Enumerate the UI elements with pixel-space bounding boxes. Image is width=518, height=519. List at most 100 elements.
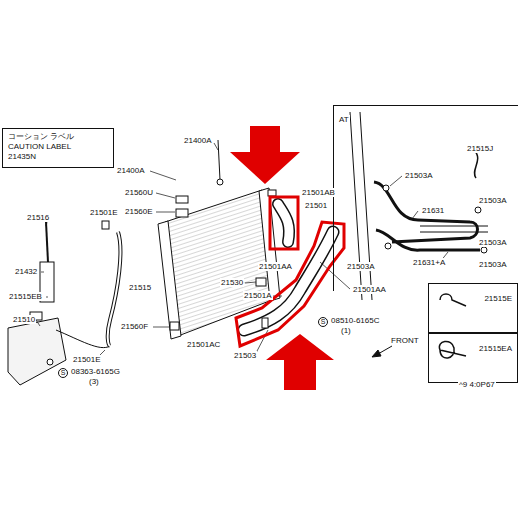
clip xyxy=(102,221,109,229)
part-number: 21530 xyxy=(220,278,244,287)
bracket xyxy=(176,209,188,217)
clamp xyxy=(262,318,268,328)
part-number: 08510-6165C xyxy=(330,316,380,325)
tank xyxy=(8,318,66,385)
node-text: CAUTION LABEL xyxy=(8,142,108,152)
part-number: (1) xyxy=(340,326,352,335)
part-number: 21515J xyxy=(466,144,494,153)
part-number: 21510 xyxy=(12,315,36,324)
part-number: 21560E xyxy=(124,207,154,216)
part-number: 21501 xyxy=(304,201,328,210)
part-number: 21515EB xyxy=(8,292,43,301)
part-number: 21501AC xyxy=(186,340,221,349)
leader xyxy=(36,320,40,326)
leader xyxy=(46,297,48,298)
standard-part-mark: S xyxy=(58,368,68,378)
detail-box: 21515E xyxy=(428,283,518,333)
cooler-hose xyxy=(376,230,480,250)
tank-hose xyxy=(56,330,110,348)
hose-fill xyxy=(278,204,289,242)
radiator-core xyxy=(165,190,272,336)
overflow-hose-fill xyxy=(108,232,121,346)
highlight-outlines xyxy=(236,197,344,346)
leader-lines xyxy=(36,143,448,358)
part-number: FRONT xyxy=(390,336,420,345)
leader xyxy=(46,222,47,226)
radiator-edge xyxy=(350,112,362,300)
part-number: 21503A xyxy=(478,260,508,269)
up-arrow xyxy=(266,334,334,390)
node-text: 21435N xyxy=(8,152,108,162)
reservoir xyxy=(8,221,120,385)
part-number: 21560F xyxy=(120,322,149,331)
drain-cock xyxy=(256,278,266,286)
leader xyxy=(412,211,418,219)
clip xyxy=(385,243,391,249)
red-arrows xyxy=(230,126,334,390)
node-text: 21515EA xyxy=(478,344,513,354)
part-number: 21400A xyxy=(116,166,146,175)
part-number: 21400A xyxy=(183,136,213,145)
part-number: 21501AA xyxy=(352,285,387,294)
radiator-edge xyxy=(360,112,372,300)
front-arrow xyxy=(372,346,392,357)
clip-21515E xyxy=(440,294,466,306)
leader xyxy=(150,171,176,180)
part-number: 21560U xyxy=(124,188,154,197)
part-number: 21432 xyxy=(14,267,38,276)
rod xyxy=(46,222,48,262)
part-number: 21501AA xyxy=(258,262,293,271)
cooler-hose xyxy=(374,182,478,242)
cooler-tube xyxy=(420,226,488,232)
part-number: 21515 xyxy=(128,283,152,292)
part-number: 21516 xyxy=(26,213,50,222)
node-text: コーション ラベル xyxy=(8,132,108,142)
down-arrow xyxy=(230,126,300,184)
part-number: 21503A xyxy=(478,238,508,247)
leader xyxy=(245,282,256,283)
node-text: 21515E xyxy=(483,294,513,304)
clamp xyxy=(474,150,478,178)
clip xyxy=(475,207,481,213)
part-number: 21631+A xyxy=(412,258,446,267)
upper-hose xyxy=(278,204,289,242)
part-number: 21503A xyxy=(346,262,376,271)
part-number: 21501E xyxy=(89,208,119,217)
cap xyxy=(268,190,276,196)
leader xyxy=(156,193,175,198)
hose-outline xyxy=(278,204,289,242)
clip xyxy=(383,185,389,191)
bracket xyxy=(170,322,179,330)
bolt xyxy=(218,140,220,180)
overflow-hose xyxy=(108,232,121,346)
leader xyxy=(156,212,175,213)
leader xyxy=(214,143,218,150)
bolt xyxy=(47,359,53,365)
part-number: 21503A xyxy=(404,171,434,180)
part-number: ^9 4:0P67 xyxy=(458,380,496,389)
caution-label-box: コーション ラベルCAUTION LABEL21435N xyxy=(2,128,114,168)
detail-box: 21515EA xyxy=(428,333,518,383)
part-number: 21501E xyxy=(72,355,102,364)
highlight-polygon xyxy=(236,222,344,346)
part-number: 21501AB xyxy=(301,188,336,197)
clip-21515EA xyxy=(439,341,466,358)
part-number: 21503A xyxy=(478,196,508,205)
bolt-head xyxy=(217,179,223,185)
part-number: 21503 xyxy=(233,351,257,360)
bracket xyxy=(176,196,188,203)
leader xyxy=(153,327,169,328)
highlight-box xyxy=(270,197,298,249)
clip xyxy=(481,247,487,253)
arrow-head xyxy=(372,350,381,357)
leader xyxy=(41,272,44,273)
standard-part-mark: S xyxy=(318,317,328,327)
part-number: 21501A xyxy=(243,291,273,300)
left-tank xyxy=(158,221,181,339)
part-number: (3) xyxy=(88,377,100,386)
part-number: 08363-6165G xyxy=(70,367,121,376)
arrow-shaft xyxy=(378,346,392,354)
part-number: 21631 xyxy=(421,206,445,215)
node-text: AT xyxy=(338,115,350,125)
